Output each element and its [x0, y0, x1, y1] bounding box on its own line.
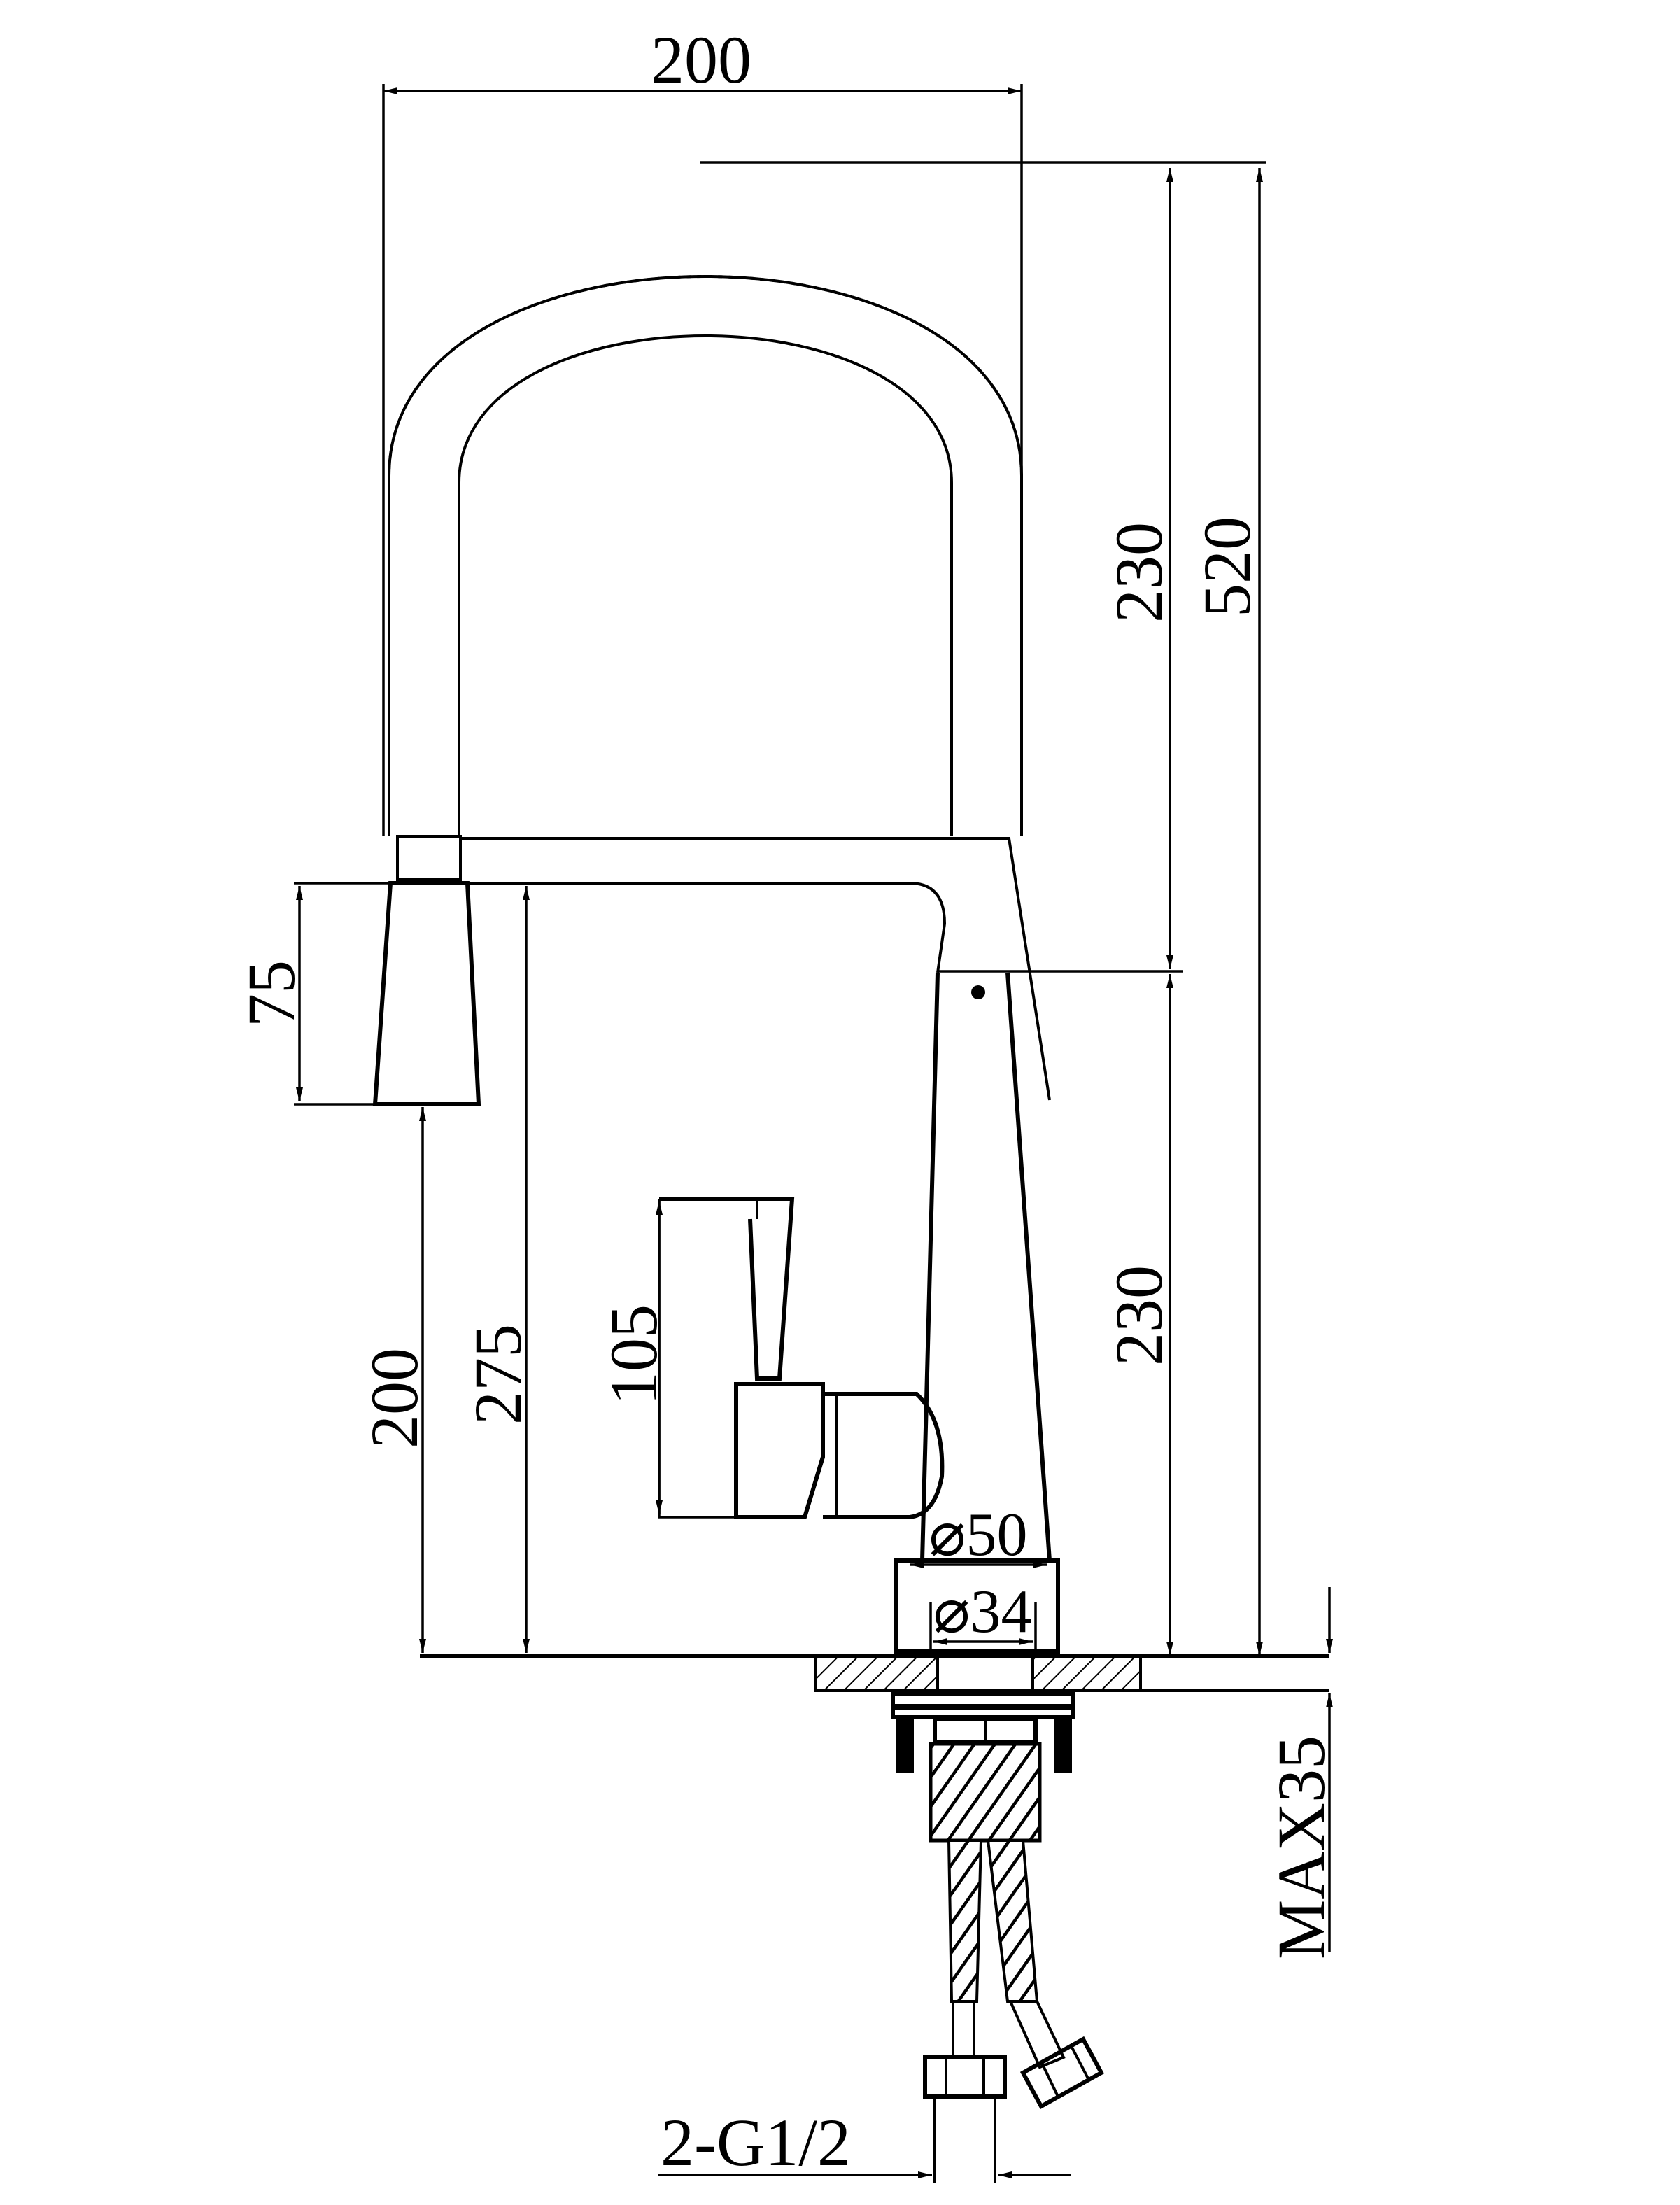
mounting-stud-right: [1054, 1719, 1072, 1773]
mounting-stud-left: [896, 1719, 914, 1773]
inlet-hose-left: [947, 1839, 983, 2003]
dim-inlet-connection: 2-G1/2: [661, 2105, 851, 2180]
hex-nut-left: [923, 2055, 1007, 2099]
mounting-hardware: [891, 1691, 1075, 1843]
dim-spray-head-height: 75: [234, 960, 309, 1027]
spout-arm: [460, 837, 1051, 1101]
dim-upper-height: 230: [1101, 522, 1176, 623]
inlet-hose-right: [986, 1839, 1039, 2003]
spray-head: [372, 881, 481, 1106]
dim-handle-height: 105: [596, 1304, 671, 1405]
countertop: [420, 1654, 1329, 1692]
dim-spout-height: 275: [460, 1324, 535, 1425]
dim-overall-width: 200: [651, 22, 751, 97]
handle-block: [734, 1382, 825, 1519]
dim-overall-height: 520: [1190, 516, 1264, 617]
lever-handle: [659, 1197, 795, 1381]
faucet-outline: [372, 275, 1060, 1654]
handle-cartridge: [823, 1392, 945, 1519]
body-dot: [971, 985, 985, 999]
dim-lower-height: 230: [1101, 1265, 1176, 1366]
hex-nut-right: [1019, 2036, 1105, 2110]
dim-spray-head-clearance: 200: [357, 1348, 432, 1449]
dimension-lines: [294, 84, 1333, 2178]
faucet-body: [920, 972, 1052, 1561]
inlet-hoses: [923, 1839, 1105, 2183]
spray-head-collar: [396, 835, 462, 881]
dimension-labels: 200 520 230 230 75 200 275 105 ⌀50 ⌀34 M…: [234, 22, 1339, 2180]
spring-hose: [388, 275, 1023, 836]
shank: [929, 1742, 1042, 1843]
dim-shank-diameter: ⌀34: [933, 1578, 1032, 1646]
base-flange: [894, 1558, 1060, 1654]
dim-base-diameter: ⌀50: [929, 1501, 1028, 1569]
dim-max-deck-thickness: MAX35: [1264, 1735, 1339, 1959]
